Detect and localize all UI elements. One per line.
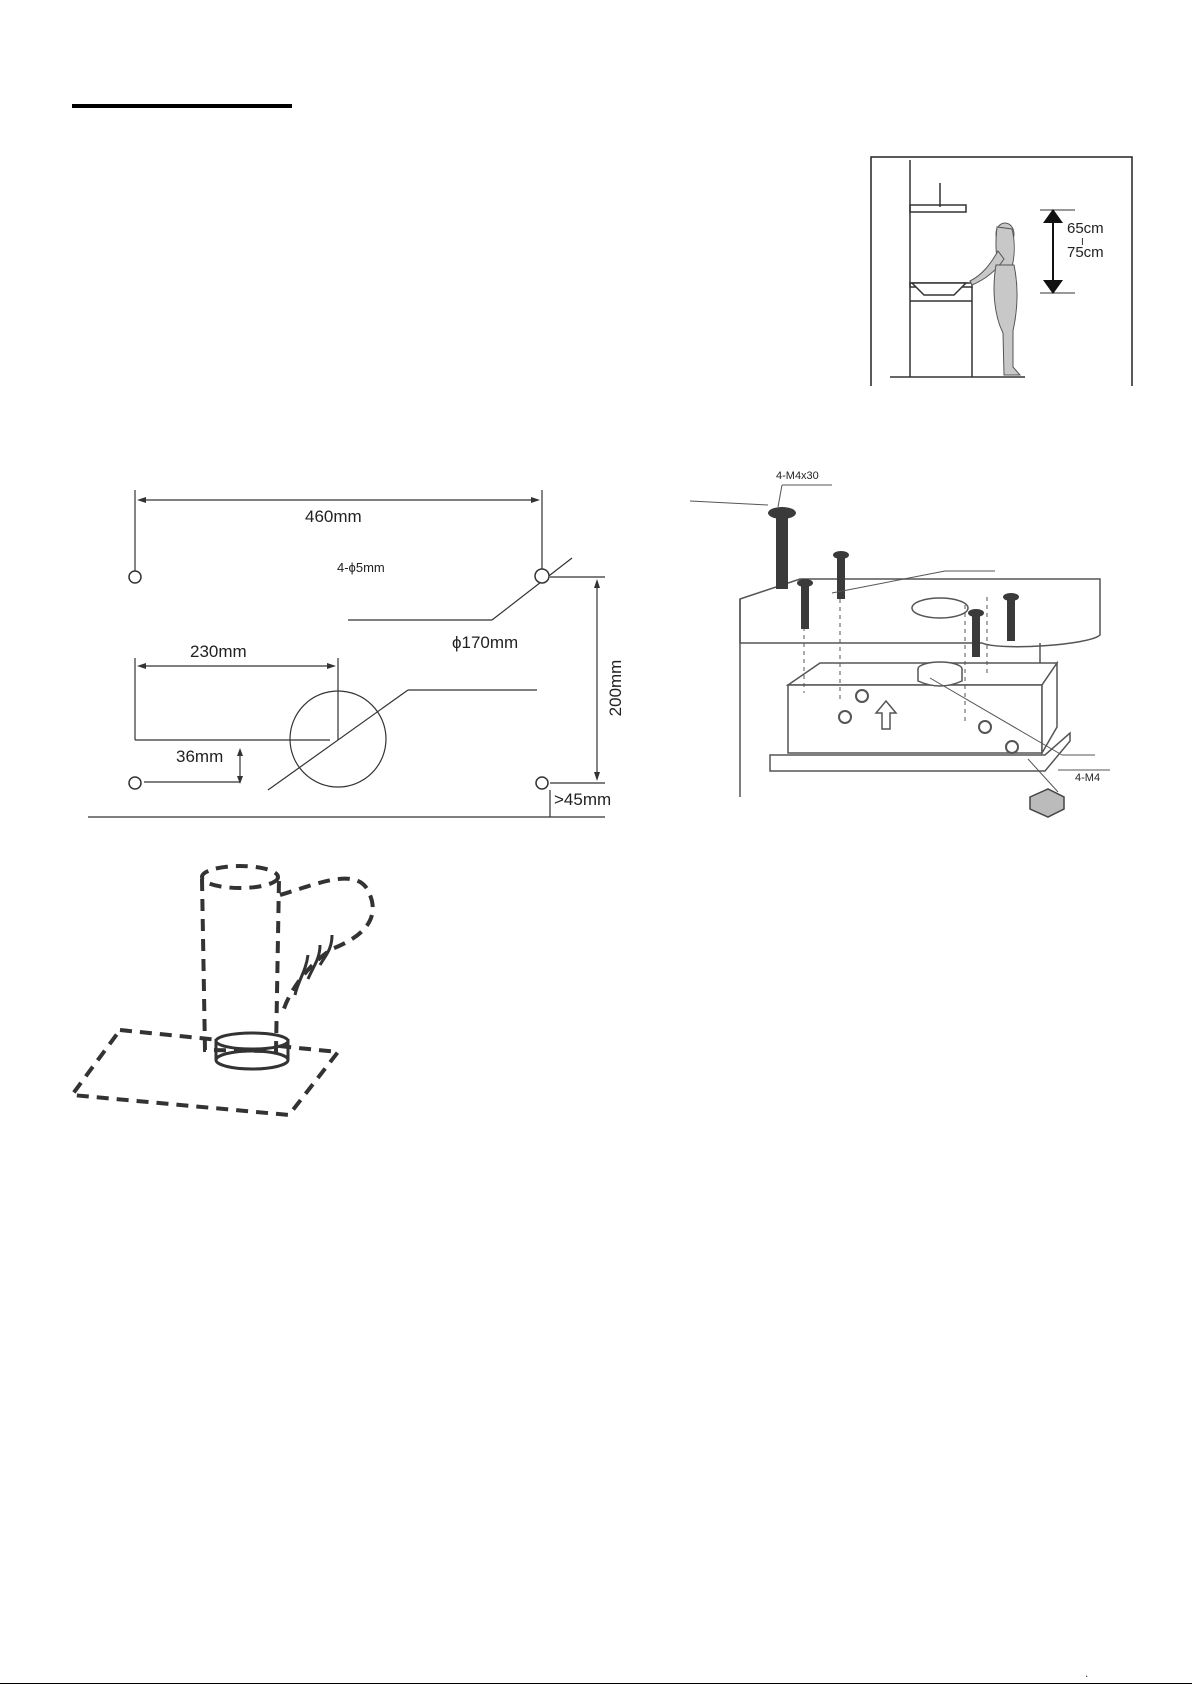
screw [776,515,788,589]
section-heading-rule [72,104,292,108]
duct-pipe-top [202,866,278,888]
drilling-template-figure: 460mm 4-ϕ5mm ϕ170mm 230mm 200mm 36mm >45… [80,470,640,830]
dim-offset-label: 36mm [176,747,223,766]
dimension-arrowheads [137,497,600,784]
installation-height-figure: 65cm I 75cm [870,155,1135,387]
height-label-max: 75cm [1067,244,1104,261]
dim-holes-label: 4-ϕ5mm [337,560,385,575]
screw [801,585,809,629]
screw [972,615,980,657]
mounting-hole [129,777,141,789]
nut-icon [1030,789,1064,817]
dim-clearance-label: >45mm [554,790,611,809]
dim-width-label: 460mm [305,507,362,526]
screw [837,557,845,599]
cabinet-mounting-figure: 4-M4x30 4-M4 [690,465,1160,845]
duct-pipe-outline [202,879,279,1051]
nut-label: 4-M4 [1075,772,1100,784]
page-marker: . [1085,1666,1088,1680]
screw-label: 4-M4x30 [776,470,819,482]
dim-height-label: 200mm [606,660,625,717]
hood-body [770,662,1070,771]
dim-center-label: 230mm [190,642,247,661]
hose-ribs [295,935,332,995]
dim-duct-label: ϕ170mm [452,633,518,652]
height-label-min: 65cm [1067,220,1104,237]
mounting-hole [129,571,141,583]
sink-bowl [912,283,966,295]
mounting-hole [535,569,549,583]
person-silhouette [970,223,1020,375]
template-lines [88,490,605,817]
duct-connection-figure [70,855,390,1125]
screw [1007,599,1015,641]
footer-rule [0,1683,1192,1684]
mounting-hole [536,777,548,789]
